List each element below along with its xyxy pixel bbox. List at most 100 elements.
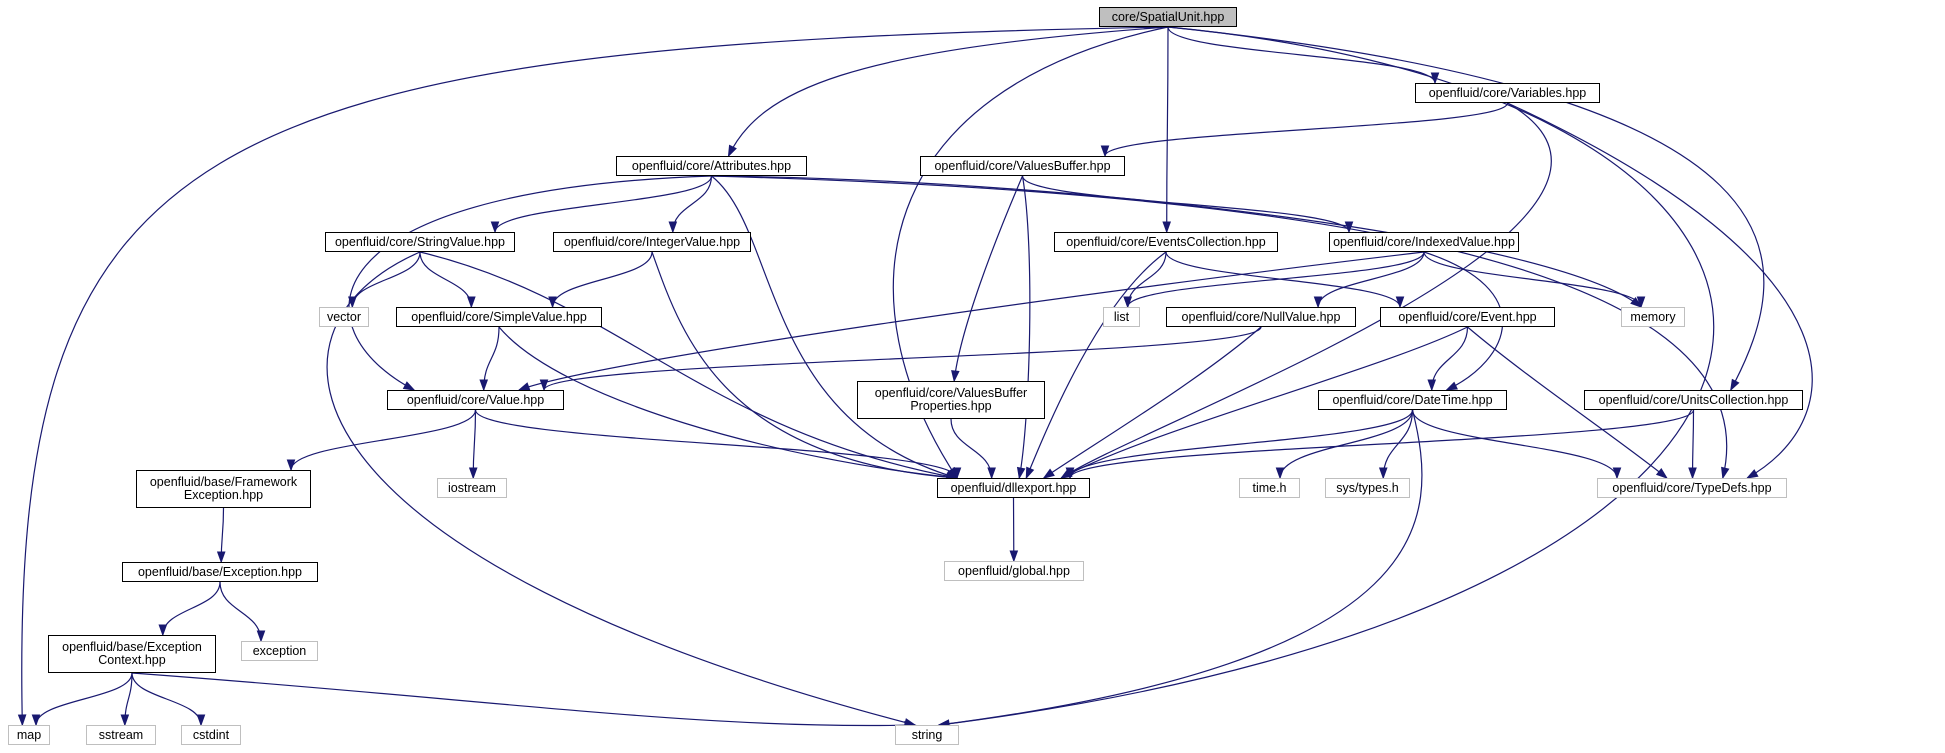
arrowhead-nullvalue-to-value: [539, 379, 549, 392]
node-memory: memory: [1621, 307, 1685, 327]
arrowhead-value-to-iostream: [468, 467, 478, 480]
node-fwexception[interactable]: openfluid/base/Framework Exception.hpp: [136, 470, 311, 508]
edge-integervalue-to-dllexport: [651, 251, 958, 479]
edge-integervalue-to-simplevalue: [551, 251, 653, 308]
edge-attributes-to-value: [348, 175, 712, 391]
arrowhead-datetime-to-systypes: [1378, 467, 1388, 480]
edge-unitscollection-to-dllexport: [1069, 409, 1695, 479]
node-vbprops[interactable]: openfluid/core/ValuesBuffer Properties.h…: [857, 381, 1045, 419]
node-variables[interactable]: openfluid/core/Variables.hpp: [1415, 83, 1600, 103]
node-nullvalue[interactable]: openfluid/core/NullValue.hpp: [1166, 307, 1356, 327]
edge-stringvalue-to-vector: [351, 251, 421, 308]
edge-spatialunit-to-variables: [1167, 26, 1436, 84]
node-valuesbuffer[interactable]: openfluid/core/ValuesBuffer.hpp: [920, 156, 1125, 176]
arrowhead-spatialunit-to-map: [17, 714, 27, 727]
edge-eventscollection-to-event: [1165, 251, 1401, 308]
edge-variables-to-valuesbuffer: [1104, 102, 1509, 157]
node-datetime[interactable]: openfluid/core/DateTime.hpp: [1318, 390, 1507, 410]
arrowhead-indexedvalue-to-memory: [1636, 296, 1646, 309]
arrowhead-variables-to-valuesbuffer: [1100, 145, 1110, 158]
edge-spatialunit-to-attributes: [727, 26, 1169, 157]
arrowhead-fwexception-to-exception_hpp: [216, 551, 226, 564]
edge-nullvalue-to-value: [543, 326, 1262, 391]
edge-datetime-to-dllexport: [1069, 409, 1414, 479]
arrowhead-exception_hpp-to-exccontext: [158, 624, 168, 637]
arrowhead-indexedvalue-to-value: [517, 382, 531, 391]
node-simplevalue[interactable]: openfluid/core/SimpleValue.hpp: [396, 307, 602, 327]
edge-indexedvalue-to-nullvalue: [1317, 251, 1425, 308]
arrowhead-valuesbuffer-to-vbprops: [951, 370, 960, 383]
edge-exccontext-to-map: [35, 672, 133, 726]
node-map: map: [8, 725, 50, 745]
node-iostream: iostream: [437, 478, 507, 498]
edge-attributes-to-dllexport: [711, 175, 958, 479]
node-event[interactable]: openfluid/core/Event.hpp: [1380, 307, 1555, 327]
node-timeh: time.h: [1239, 478, 1300, 498]
edge-valuesbuffer-to-vbprops: [953, 175, 1024, 382]
arrowhead-attributes-to-value: [402, 381, 416, 391]
edge-exccontext-to-string: [131, 672, 916, 727]
node-integervalue[interactable]: openfluid/core/IntegerValue.hpp: [553, 232, 751, 252]
node-unitscollection[interactable]: openfluid/core/UnitsCollection.hpp: [1584, 390, 1803, 410]
arrowhead-eventscollection-to-dllexport: [1025, 466, 1035, 480]
edge-datetime-to-typedefs: [1411, 409, 1618, 479]
node-spatialunit: core/SpatialUnit.hpp: [1099, 7, 1237, 27]
edge-variables-to-typedefs: [1507, 102, 1813, 479]
edge-datetime-to-timeh: [1279, 409, 1414, 479]
edge-value-to-fwexception: [290, 409, 477, 471]
node-dllexport[interactable]: openfluid/dllexport.hpp: [937, 478, 1090, 498]
arrowhead-spatialunit-to-eventscollection: [1162, 221, 1172, 234]
edge-exception_hpp-to-exception: [219, 581, 262, 642]
arrowhead-valuesbuffer-to-indexedvalue: [1344, 221, 1354, 234]
edge-nullvalue-to-dllexport: [1043, 326, 1262, 479]
node-exception-hpp[interactable]: openfluid/base/Exception.hpp: [122, 562, 318, 582]
node-value[interactable]: openfluid/core/Value.hpp: [387, 390, 564, 410]
node-list: list: [1103, 307, 1140, 327]
node-systypes: sys/types.h: [1325, 478, 1410, 498]
arrowhead-value-to-fwexception: [286, 459, 296, 472]
arrowhead-value-to-dllexport: [952, 467, 962, 480]
edge-event-to-datetime: [1431, 326, 1469, 391]
node-typedefs: openfluid/core/TypeDefs.hpp: [1597, 478, 1787, 498]
edge-indexedvalue-to-memory: [1423, 251, 1642, 308]
edge-spatialunit-to-map: [21, 26, 1169, 726]
edge-stringvalue-to-simplevalue: [419, 251, 472, 308]
node-string: string: [895, 725, 959, 745]
node-exccontext[interactable]: openfluid/base/Exception Context.hpp: [48, 635, 216, 673]
arrowhead-unitscollection-to-typedefs: [1688, 467, 1697, 480]
arrowhead-spatialunit-to-unitscollection: [1730, 378, 1740, 392]
edge-value-to-dllexport: [474, 409, 958, 479]
arrowhead-attributes-to-stringvalue: [490, 221, 500, 234]
node-indexedvalue[interactable]: openfluid/core/IndexedValue.hpp: [1329, 232, 1519, 252]
arrowhead-integervalue-to-simplevalue: [548, 296, 557, 309]
node-exception: exception: [241, 641, 318, 661]
arrowhead-nullvalue-to-dllexport: [1042, 468, 1055, 479]
arrowhead-simplevalue-to-value: [479, 379, 489, 392]
node-global: openfluid/global.hpp: [944, 561, 1084, 581]
edge-event-to-typedefs: [1467, 326, 1668, 479]
edge-attributes-to-memory: [711, 175, 1642, 308]
arrowhead-attributes-to-typedefs: [1721, 466, 1730, 480]
node-eventscollection[interactable]: openfluid/core/EventsCollection.hpp: [1054, 232, 1278, 252]
arrowhead-datetime-to-timeh: [1275, 467, 1285, 480]
arrowhead-eventscollection-to-event: [1395, 296, 1405, 309]
arrowhead-vbprops-to-dllexport: [987, 467, 996, 480]
edge-valuesbuffer-to-dllexport: [1018, 175, 1031, 479]
edge-eventscollection-to-dllexport: [1025, 251, 1167, 479]
edge-exception_hpp-to-exccontext: [162, 581, 221, 636]
node-sstream: sstream: [86, 725, 156, 745]
arrowhead-exccontext-to-cstdint: [196, 714, 206, 727]
edge-datetime-to-string: [938, 409, 1423, 726]
arrowhead-indexedvalue-to-datetime: [1445, 381, 1458, 391]
edge-indexedvalue-to-value: [518, 251, 1425, 391]
edge-stringvalue-to-string: [326, 251, 916, 726]
arrowhead-event-to-datetime: [1427, 379, 1437, 392]
arrowhead-valuesbuffer-to-dllexport: [1016, 466, 1026, 480]
arrowhead-attributes-to-integervalue: [668, 221, 678, 234]
arrowhead-spatialunit-to-attributes: [727, 144, 737, 158]
node-vector: vector: [319, 307, 369, 327]
node-stringvalue[interactable]: openfluid/core/StringValue.hpp: [325, 232, 515, 252]
node-attributes[interactable]: openfluid/core/Attributes.hpp: [616, 156, 807, 176]
arrowhead-dllexport-to-global: [1009, 550, 1019, 563]
